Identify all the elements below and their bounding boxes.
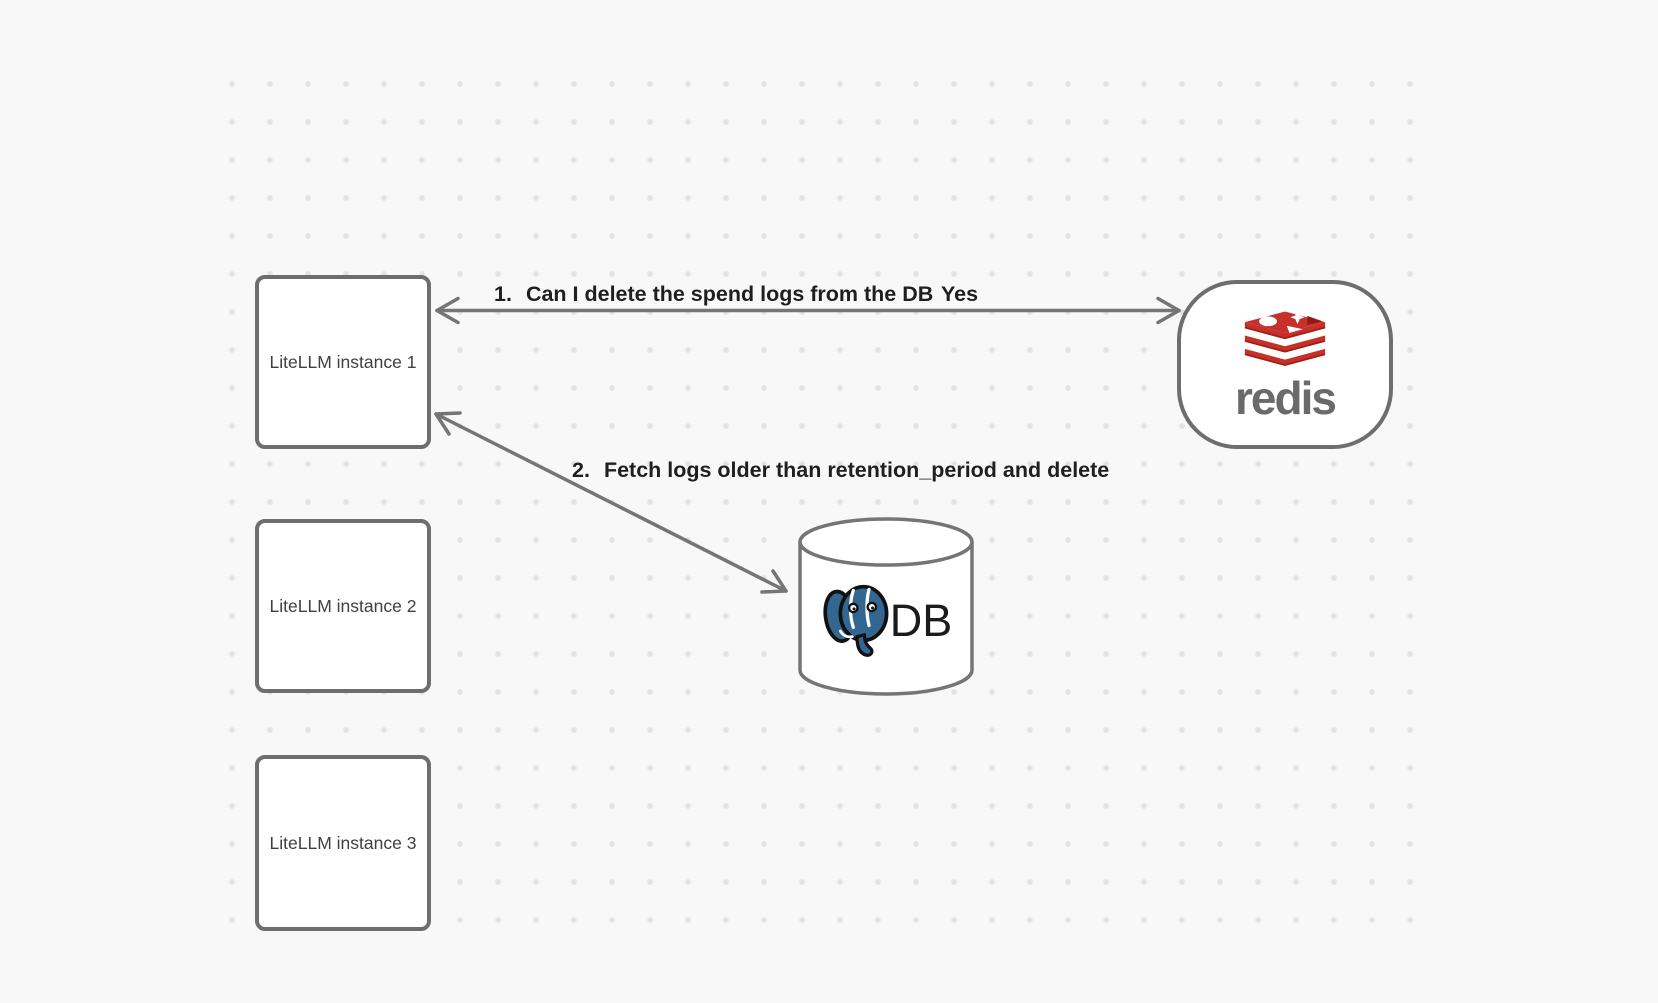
db-node-content: DB bbox=[808, 578, 964, 662]
edge2-label[interactable]: 2. Fetch logs older than retention_period… bbox=[572, 457, 1109, 483]
edge2-text: Fetch logs older than retention_period a… bbox=[603, 458, 1110, 482]
arrowhead-upper-icon bbox=[434, 411, 462, 436]
node-litellm-instance-2[interactable]: LiteLLM instance 2 bbox=[255, 519, 431, 693]
redis-logo-icon bbox=[1244, 310, 1326, 366]
edge1-label[interactable]: 1. Can I delete the spend logs from the D… bbox=[494, 281, 933, 307]
edge1-answer-text: Yes bbox=[941, 282, 979, 306]
postgresql-elephant-icon bbox=[823, 584, 889, 657]
edge1-answer-label[interactable]: Yes bbox=[941, 281, 978, 307]
edge-redis-to-instance1[interactable] bbox=[435, 296, 1181, 325]
edge-instance1-to-db[interactable] bbox=[434, 411, 788, 594]
db-label: DB bbox=[889, 594, 953, 646]
node-label: LiteLLM instance 3 bbox=[269, 832, 417, 853]
arrowhead-left-icon bbox=[435, 296, 460, 325]
node-label: LiteLLM instance 2 bbox=[269, 595, 417, 616]
arrowhead-right-icon bbox=[1156, 296, 1181, 325]
node-label: LiteLLM instance 1 bbox=[269, 351, 417, 372]
edge2-number: 2. bbox=[572, 458, 590, 482]
edge1-number: 1. bbox=[494, 282, 512, 306]
redis-wordmark: redis bbox=[1235, 371, 1337, 424]
node-litellm-instance-3[interactable]: LiteLLM instance 3 bbox=[255, 755, 431, 931]
edge1-text: Can I delete the spend logs from the DB bbox=[525, 282, 934, 306]
node-litellm-instance-1[interactable]: LiteLLM instance 1 bbox=[255, 275, 431, 449]
arrowhead-lower-icon bbox=[760, 569, 788, 594]
node-redis[interactable]: redis bbox=[1177, 280, 1393, 449]
